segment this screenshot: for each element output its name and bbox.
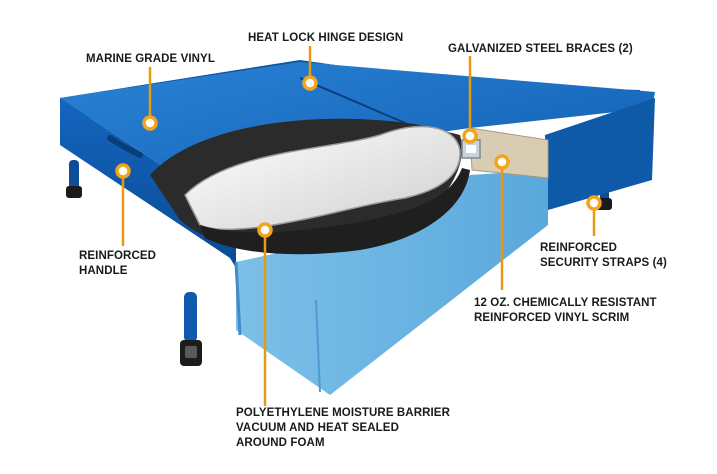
callout-dot-hinge [302, 75, 318, 91]
foam-insert [184, 125, 461, 231]
security-strap-left-front [180, 292, 202, 366]
callout-dot-straps [586, 195, 602, 211]
reinforced-handle [107, 135, 143, 158]
callout-dot-marine-vinyl [142, 115, 158, 131]
skirt-fold [315, 299, 321, 393]
label-vinyl-scrim: 12 OZ. CHEMICALLY RESISTANT REINFORCED V… [474, 296, 657, 326]
label-line: AROUND FOAM [236, 437, 325, 449]
callout-dots [115, 75, 602, 238]
label-line: MARINE GRADE VINYL [86, 53, 215, 65]
security-strap-left-back [66, 160, 82, 198]
callout-leader-lines [121, 46, 596, 406]
label-line: REINFORCED VINYL SCRIM [474, 312, 630, 324]
label-line: HANDLE [79, 265, 128, 277]
label-line: GALVANIZED STEEL BRACES (2) [448, 43, 633, 55]
label-line: POLYETHYLENE MOISTURE BARRIER [236, 407, 450, 419]
cover-right-side [545, 98, 655, 210]
label-line: REINFORCED [79, 250, 157, 262]
callout-dot-barrier [257, 222, 273, 238]
callout-dot-scrim [494, 154, 510, 170]
label-line: VACUUM AND HEAT SEALED [236, 422, 399, 434]
callout-dot-handle [115, 163, 131, 179]
label-line: SECURITY STRAPS (4) [540, 257, 667, 269]
label-line: REINFORCED [540, 242, 618, 254]
label-security-straps: REINFORCED SECURITY STRAPS (4) [540, 241, 667, 271]
cover-skirt [236, 170, 548, 395]
label-line: 12 OZ. CHEMICALLY RESISTANT [474, 297, 657, 309]
label-moisture-barrier: POLYETHYLENE MOISTURE BARRIER VACUUM AND… [236, 406, 450, 451]
skirt-edge [234, 261, 242, 336]
label-line: HEAT LOCK HINGE DESIGN [248, 32, 404, 44]
callout-dot-braces [462, 128, 478, 144]
label-marine-grade-vinyl: MARINE GRADE VINYL [86, 52, 215, 67]
label-heat-lock-hinge: HEAT LOCK HINGE DESIGN [248, 31, 403, 46]
label-reinforced-handle: REINFORCED HANDLE [79, 249, 156, 279]
vinyl-scrim-edge [469, 127, 549, 179]
label-galvanized-braces: GALVANIZED STEEL BRACES (2) [448, 42, 633, 57]
